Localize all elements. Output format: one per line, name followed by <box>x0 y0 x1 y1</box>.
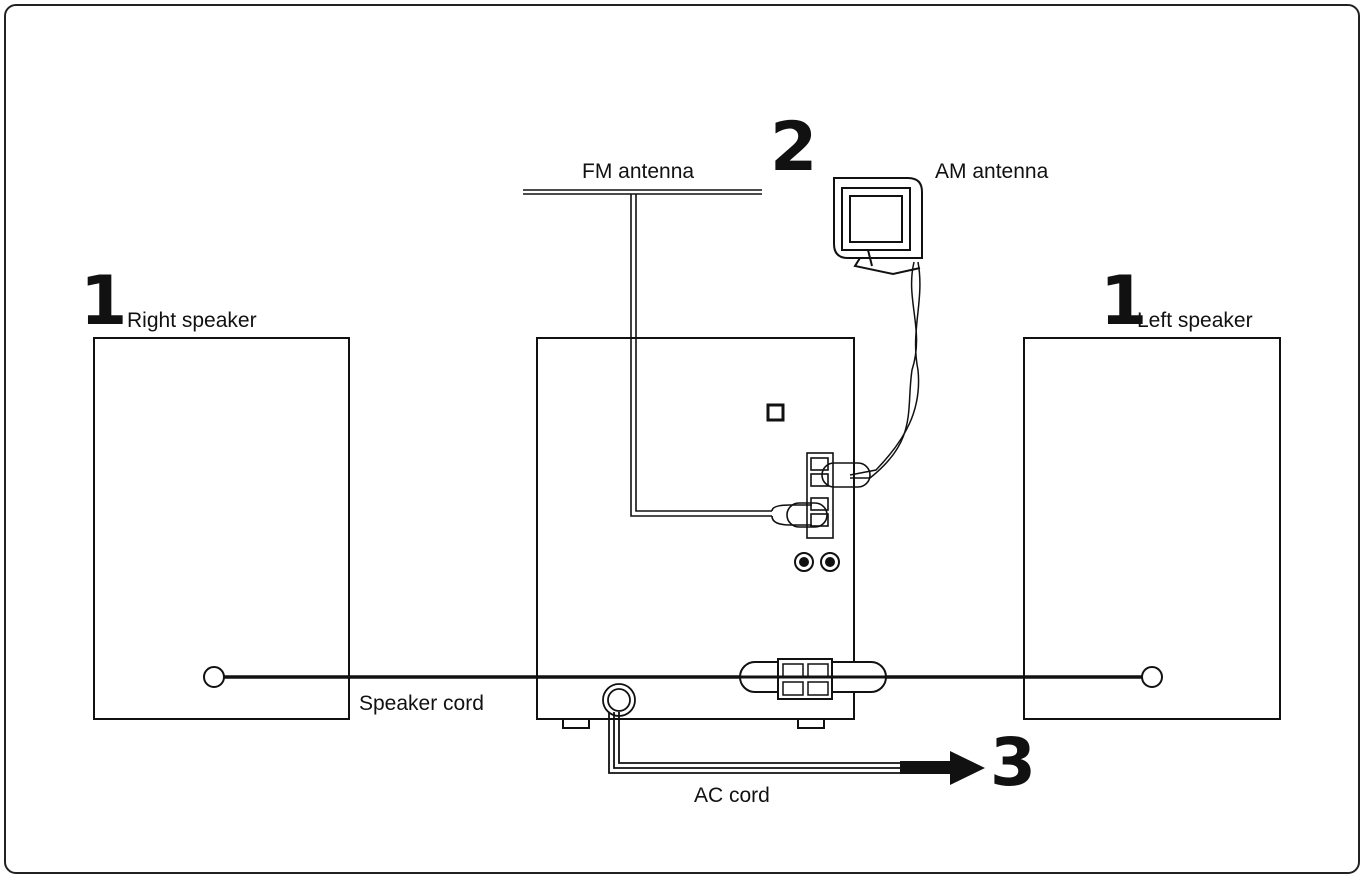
main-unit-foot-right <box>797 718 825 729</box>
step-number-right-speaker: 1 <box>80 262 128 341</box>
left-speaker-label: Left speaker <box>1137 309 1253 332</box>
left-speaker-box <box>1023 337 1281 720</box>
antenna-terminal-block <box>786 452 871 539</box>
step-number-ac-cord: 3 <box>990 724 1036 801</box>
main-unit-foot-left <box>562 718 590 729</box>
diagram-frame <box>4 4 1360 874</box>
am-antenna-wire <box>849 261 921 479</box>
right-speaker-label: Right speaker <box>127 309 257 332</box>
speaker-cord-label: Speaker cord <box>359 692 484 715</box>
am-antenna-icon <box>833 177 923 276</box>
main-unit-box <box>536 337 855 720</box>
fm-antenna-label: FM antenna <box>582 160 695 183</box>
fm-antenna-wire <box>523 189 812 526</box>
step-number-left-speaker: 1 <box>1100 262 1148 341</box>
ac-cord-label: AC cord <box>694 784 770 807</box>
rca-jacks-icon <box>794 552 840 572</box>
step-number-antennas: 2 <box>770 108 818 187</box>
am-antenna-label: AM antenna <box>935 160 1049 183</box>
right-speaker-box <box>93 337 350 720</box>
speaker-cord <box>203 658 1163 700</box>
ac-cord <box>602 683 900 774</box>
arrow-right-icon <box>900 751 985 785</box>
optical-port-icon <box>766 403 785 422</box>
